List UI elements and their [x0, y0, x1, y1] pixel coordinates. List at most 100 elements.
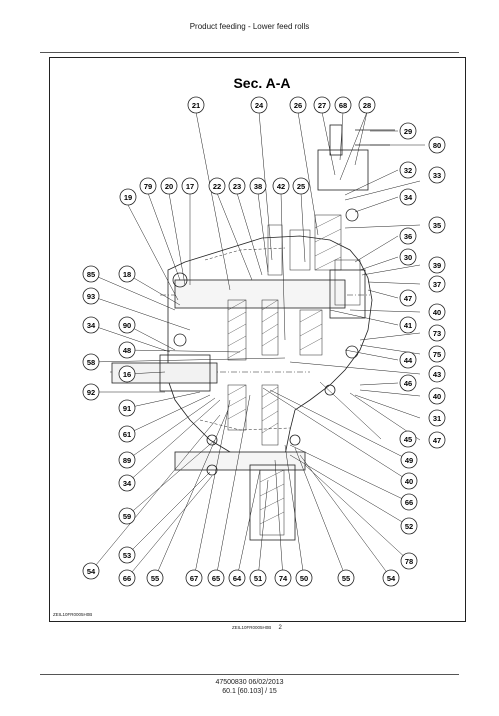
callout-40-lower: 40: [400, 472, 418, 490]
svg-text:59: 59: [123, 512, 131, 521]
callout-79: 79: [139, 177, 157, 195]
svg-text:73: 73: [433, 329, 441, 338]
callout-53: 53: [118, 546, 136, 564]
svg-text:80: 80: [433, 141, 441, 150]
callout-67: 67: [185, 569, 203, 587]
svg-text:55: 55: [342, 574, 350, 583]
callout-93: 93: [82, 287, 100, 305]
callout-44: 44: [399, 351, 417, 369]
svg-text:21: 21: [192, 101, 200, 110]
callout-26: 26: [289, 96, 307, 114]
svg-text:33: 33: [433, 171, 441, 180]
callout-45: 45: [399, 430, 417, 448]
svg-text:55: 55: [151, 574, 159, 583]
svg-text:24: 24: [255, 101, 264, 110]
svg-text:90: 90: [123, 321, 131, 330]
callout-34-lower: 34: [118, 474, 136, 492]
svg-text:18: 18: [123, 270, 131, 279]
svg-text:19: 19: [124, 193, 132, 202]
callout-21: 21: [187, 96, 205, 114]
callout-68: 68: [334, 96, 352, 114]
callout-28: 28: [358, 96, 376, 114]
svg-text:85: 85: [87, 270, 95, 279]
callout-55-right: 55: [337, 569, 355, 587]
callout-59: 59: [118, 507, 136, 525]
callout-42: 42: [272, 177, 290, 195]
svg-text:50: 50: [300, 574, 308, 583]
callout-20: 20: [160, 177, 178, 195]
svg-text:93: 93: [87, 292, 95, 301]
svg-text:91: 91: [123, 404, 131, 413]
svg-text:61: 61: [123, 430, 131, 439]
callout-47: 47: [399, 289, 417, 307]
callout-34-left: 34: [82, 316, 100, 334]
svg-text:32: 32: [404, 166, 412, 175]
svg-text:41: 41: [404, 321, 412, 330]
svg-text:34: 34: [404, 193, 413, 202]
svg-text:53: 53: [123, 551, 131, 560]
callout-66-bottom: 66: [118, 569, 136, 587]
callout-64: 64: [228, 569, 246, 587]
svg-text:38: 38: [254, 182, 262, 191]
footer-divider: [40, 674, 459, 675]
svg-text:37: 37: [433, 280, 441, 289]
callout-80: 80: [428, 136, 446, 154]
callout-24: 24: [250, 96, 268, 114]
svg-text:25: 25: [297, 182, 305, 191]
svg-text:68: 68: [339, 101, 347, 110]
callout-35: 35: [428, 216, 446, 234]
svg-text:36: 36: [404, 232, 412, 241]
callout-22: 22: [208, 177, 226, 195]
svg-text:58: 58: [87, 358, 95, 367]
svg-text:23: 23: [233, 182, 241, 191]
section-title-text: Sec. A-A: [233, 75, 290, 91]
section-title: Sec. A-A: [233, 75, 290, 91]
svg-text:66: 66: [123, 574, 131, 583]
svg-text:39: 39: [433, 261, 441, 270]
svg-text:35: 35: [433, 221, 441, 230]
callout-30: 30: [399, 248, 417, 266]
svg-text:34: 34: [123, 479, 132, 488]
callout-27: 27: [313, 96, 331, 114]
callout-29: 29: [399, 122, 417, 140]
callout-66-right: 66: [400, 493, 418, 511]
callout-78: 78: [400, 552, 418, 570]
callout-75: 75: [428, 345, 446, 363]
callout-23: 23: [228, 177, 246, 195]
callout-48: 48: [118, 341, 136, 359]
svg-text:20: 20: [165, 182, 173, 191]
figure-reference: ZEIL10FR0005H0B 2: [232, 625, 282, 631]
callout-39: 39: [428, 256, 446, 274]
callout-leaders: [90, 111, 425, 579]
callout-43: 43: [428, 365, 446, 383]
callout-25: 25: [292, 177, 310, 195]
svg-text:17: 17: [186, 182, 194, 191]
callout-89: 89: [118, 451, 136, 469]
figure-frame: [49, 57, 466, 622]
svg-text:54: 54: [87, 567, 96, 576]
svg-text:47: 47: [404, 294, 412, 303]
callout-38: 38: [249, 177, 267, 195]
callout-58: 58: [82, 353, 100, 371]
svg-text:26: 26: [294, 101, 302, 110]
svg-text:28: 28: [363, 101, 371, 110]
callout-19: 19: [119, 188, 137, 206]
callout-balloons: 21 24 26 27 68 28 29 80 79 20 17 22 23 3…: [82, 96, 446, 587]
svg-text:22: 22: [213, 182, 221, 191]
callout-37: 37: [428, 275, 446, 293]
callout-16: 16: [118, 365, 136, 383]
callout-40-right: 40: [428, 387, 446, 405]
figure-ref-number: 2: [278, 625, 282, 631]
callout-54-left: 54: [82, 562, 100, 580]
callout-32: 32: [399, 161, 417, 179]
callout-52: 52: [400, 517, 418, 535]
callout-65: 65: [207, 569, 225, 587]
svg-text:34: 34: [87, 321, 96, 330]
callout-49: 49: [400, 451, 418, 469]
svg-text:30: 30: [404, 253, 412, 262]
callout-55-left: 55: [146, 569, 164, 587]
callout-17: 17: [181, 177, 199, 195]
svg-text:40: 40: [405, 477, 413, 486]
svg-text:74: 74: [279, 574, 288, 583]
